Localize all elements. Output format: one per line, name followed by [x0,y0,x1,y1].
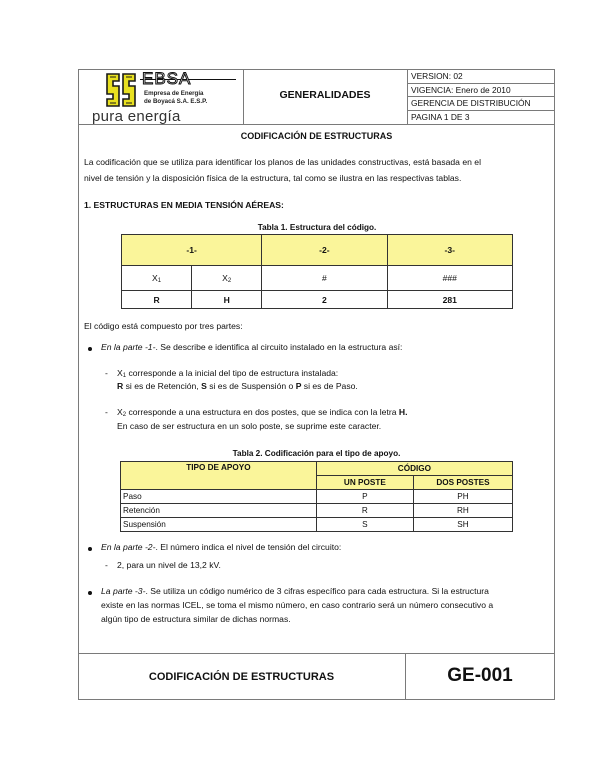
table-2-dos: RH [412,503,514,518]
table-2-dos: SH [412,517,514,532]
dash-icon: - [105,560,108,570]
x2-note: En caso de ser estructura en un solo pos… [117,421,382,431]
table-1-header-part-1: -1- [120,234,263,266]
part-2-line: En la parte -2-. El número indica el niv… [101,542,342,552]
table-2-header-tipo: TIPO DE APOYO [120,461,317,490]
footer-document-code: GE-001 [447,665,513,686]
logo-brand: EBSA [141,69,192,88]
table-1-example-281: 281 [386,290,514,309]
part-3-line-3: algún tipo de estructura similar de dich… [101,614,291,624]
meta-divider [407,83,555,84]
dash-icon: - [105,368,108,378]
table-2-support-type: TIPO DE APOYO CÓDIGO UN POSTE DOS POSTES… [120,461,514,532]
ebsa-logo-mark-icon [106,73,136,107]
footer-col-divider [405,653,406,700]
bullet-icon [88,347,92,351]
table-1-example-2: 2 [261,290,388,309]
footer-title: CODIFICACIÓN DE ESTRUCTURAS [148,671,335,683]
meta-vigencia: VIGENCIA: Enero de 2010 [411,85,511,95]
table-1-header-part-3: -3- [386,234,514,266]
header-section-title: GENERALIDADES [279,89,371,101]
table-1-example-h: H [191,290,263,309]
meta-version: VERSION: 02 [411,71,463,81]
table-1-cell-x1: X1 [120,265,193,291]
footer-divider [78,653,555,654]
part-3-line-2: existe en las normas ICEL, se toma el mi… [101,600,494,610]
table-1-caption: Tabla 1. Estructura del código. [257,223,377,232]
composition-text: El código está compuesto por tres partes… [84,321,243,331]
table-2-un: P [315,489,414,504]
meta-pagina: PAGINA 1 DE 3 [411,112,470,122]
table-1-cell-hash: # [261,265,388,291]
bullet-icon [88,547,92,551]
table-row: Retención R RH [120,503,514,518]
x2-description: X2 corresponde a una estructura en dos p… [117,407,408,418]
table-2-tipo: Paso [120,489,317,504]
intro-line-1: La codificación que se utiliza para iden… [84,157,481,167]
table-1-header-part-2: -2- [261,234,388,266]
table-2-caption: Tabla 2. Codificación para el tipo de ap… [232,449,401,458]
document-title: CODIFICACIÓN DE ESTRUCTURAS [240,131,393,141]
table-2-header-un-poste: UN POSTE [315,475,414,490]
table-2-header-codigo: CÓDIGO [315,461,514,476]
table-row: Suspensión S SH [120,517,514,532]
x1-description: X1 corresponde a la inicial del tipo de … [117,368,339,379]
part-2-voltage: 2, para un nivel de 13,2 kV. [117,560,221,570]
section-1-heading: 1. ESTRUCTURAS EN MEDIA TENSIÓN AÉREAS: [84,200,284,210]
meta-gerencia: GERENCIA DE DISTRIBUCIÓN [411,98,531,108]
table-row: Paso P PH [120,489,514,504]
intro-line-2: nivel de tensión y la disposición física… [84,173,462,183]
table-1-cell-x2: X2 [191,265,263,291]
table-1-code-structure: -1- -2- -3- X1 X2 # ### R H 2 281 [120,234,514,309]
part-1-line: En la parte -1-. Se describe e identific… [101,342,403,352]
table-2-tipo: Suspensión [120,517,317,532]
logo-company-line2: de Boyacá S.A. E.S.P. [144,98,208,105]
header-divider [78,124,555,125]
header-col-divider-1 [243,69,244,124]
dash-icon: - [105,407,108,417]
table-2-header-dos-postes: DOS POSTES [412,475,514,490]
table-2-dos: PH [412,489,514,504]
table-2-tipo: Retención [120,503,317,518]
table-1-cell-triple-hash: ### [386,265,514,291]
logo-company-line1: Empresa de Energía [144,90,204,97]
page-frame [78,69,555,700]
table-2-un: R [315,503,414,518]
meta-divider [407,96,555,97]
logo-tagline: pura energía [92,108,181,125]
table-1-example-r: R [120,290,193,309]
part-3-line-1: La parte -3-. Se utiliza un código numér… [101,586,489,596]
meta-divider [407,110,555,111]
logo-bar [140,79,236,80]
table-2-un: S [315,517,414,532]
x1-options: R si es de Retención, S si es de Suspens… [117,381,358,391]
bullet-icon [88,591,92,595]
